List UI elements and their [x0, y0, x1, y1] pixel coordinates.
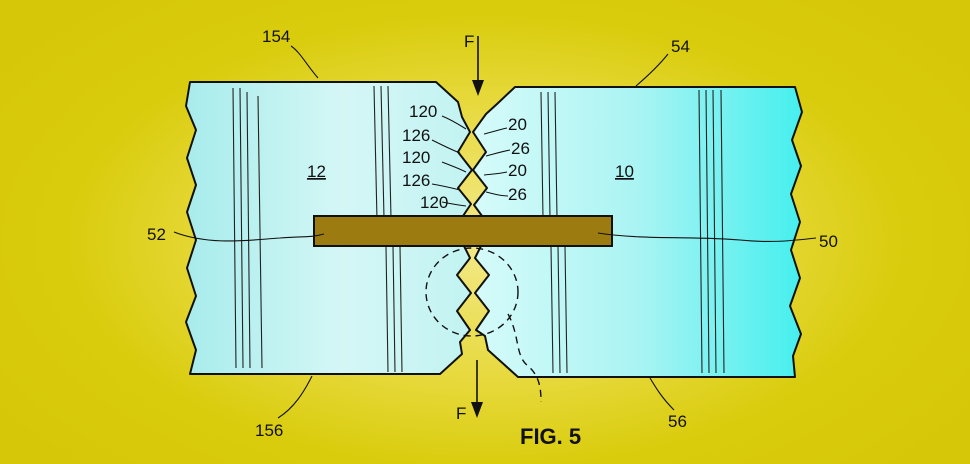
label-154: 154: [262, 27, 290, 46]
label-56: 56: [668, 412, 687, 431]
label-right-tooth-4: 26: [508, 185, 527, 204]
label-right-tooth-2: 26: [511, 139, 530, 158]
label-left-tooth-4: 126: [402, 171, 430, 190]
force-arrow-top: [472, 36, 484, 96]
label-right-tooth-1: 20: [508, 115, 527, 134]
force-arrow-bottom: [471, 360, 483, 418]
label-left-tooth-1: 120: [409, 102, 437, 121]
detail-leader: [507, 313, 542, 403]
label-right-tooth-3: 20: [508, 161, 527, 180]
label-54: 54: [671, 37, 690, 56]
label-left-tooth-2: 126: [402, 126, 430, 145]
label-panel-left: 12: [307, 162, 326, 181]
label-force-top: F: [464, 32, 474, 51]
label-force-bottom: F: [456, 404, 466, 423]
spline-bar: [313, 215, 613, 247]
grain-lines: [232, 85, 725, 374]
label-panel-right: 10: [615, 162, 634, 181]
panel-right: [472, 86, 803, 378]
label-left-tooth-3: 120: [402, 148, 430, 167]
label-50: 50: [819, 232, 838, 251]
label-left-tooth-5: 120: [420, 193, 448, 212]
label-52: 52: [147, 225, 166, 244]
detail-circle: [425, 247, 519, 337]
label-156: 156: [255, 421, 283, 440]
figure-caption: FIG. 5: [520, 424, 581, 449]
leader-lines: [173, 45, 817, 419]
